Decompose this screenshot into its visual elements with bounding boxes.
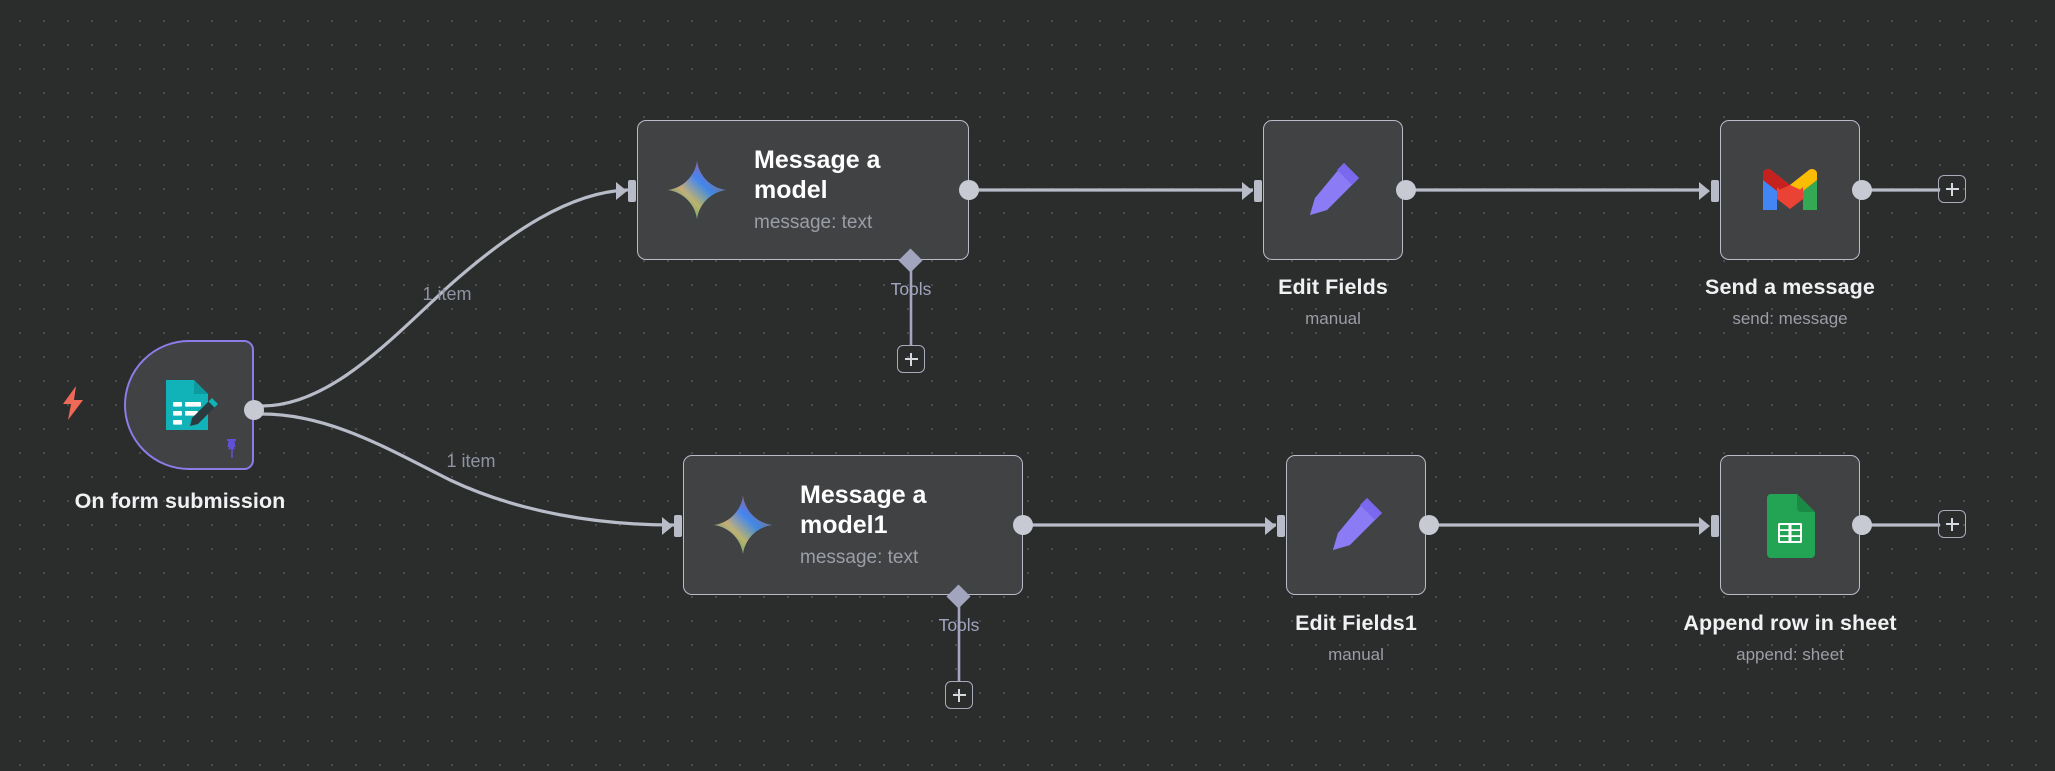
node-subtitle-message-a-model1: message: text: [800, 547, 919, 568]
google-sheets-icon: [1763, 492, 1817, 558]
port-in-edit-fields[interactable]: [1241, 177, 1263, 203]
caption-edit-fields1: Edit Fields1: [1295, 611, 1417, 635]
node-append-row-in-sheet[interactable]: [1720, 455, 1860, 595]
add-node-button-after-send-a-message[interactable]: [1938, 175, 1966, 203]
caption-on-form-submission: On form submission: [74, 489, 286, 513]
port-out-on-form-submission[interactable]: [244, 400, 264, 420]
node-title-message-a-model: Message a model: [754, 146, 881, 204]
edge-label-form-to-model1: 1 item: [446, 451, 496, 471]
port-in-message-a-model1[interactable]: [661, 512, 683, 538]
pin-icon: [221, 437, 243, 461]
node-edit-fields[interactable]: [1263, 120, 1403, 260]
port-out-message-a-model[interactable]: [959, 180, 979, 200]
node-message-a-model1[interactable]: Message a model1 message: text: [683, 455, 1023, 595]
port-in-edit-fields1[interactable]: [1264, 512, 1286, 538]
port-in-message-a-model[interactable]: [615, 177, 637, 203]
node-on-form-submission[interactable]: [124, 340, 254, 470]
port-out-edit-fields[interactable]: [1396, 180, 1416, 200]
port-in-send-a-message[interactable]: [1698, 177, 1720, 203]
subcaption-edit-fields1: manual: [1328, 645, 1384, 664]
add-tool-button-message-a-model[interactable]: [897, 345, 925, 373]
node-send-a-message[interactable]: [1720, 120, 1860, 260]
node-message-a-model[interactable]: Message a model message: text: [637, 120, 969, 260]
node-edit-fields1[interactable]: [1286, 455, 1426, 595]
gemini-sparkle-icon: [712, 494, 774, 556]
port-out-append-row-in-sheet[interactable]: [1852, 515, 1872, 535]
pencil-icon: [1323, 492, 1389, 558]
subcaption-append-row-in-sheet: append: sheet: [1736, 645, 1844, 664]
caption-append-row-in-sheet: Append row in sheet: [1683, 611, 1897, 635]
lightning-bolt-icon: [60, 385, 86, 421]
edge-label-form-to-model: 1 item: [422, 284, 472, 304]
tools-label-message-a-model1: Tools: [938, 615, 980, 635]
port-in-append-row-in-sheet[interactable]: [1698, 512, 1720, 538]
add-tool-button-message-a-model1[interactable]: [945, 681, 973, 709]
node-title-message-a-model1: Message a model1: [800, 481, 927, 539]
add-node-button-after-append-row-in-sheet[interactable]: [1938, 510, 1966, 538]
gmail-icon: [1759, 166, 1821, 214]
tools-label-message-a-model: Tools: [890, 279, 932, 299]
gemini-sparkle-icon: [666, 159, 728, 221]
port-out-send-a-message[interactable]: [1852, 180, 1872, 200]
caption-send-a-message: Send a message: [1705, 275, 1875, 299]
node-label-group-message-a-model: Message a model message: text: [754, 146, 934, 234]
caption-edit-fields: Edit Fields: [1278, 275, 1388, 299]
form-edit-icon: [158, 374, 220, 436]
subcaption-send-a-message: send: message: [1732, 309, 1848, 328]
node-subtitle-message-a-model: message: text: [754, 212, 873, 233]
port-out-edit-fields1[interactable]: [1419, 515, 1439, 535]
port-out-message-a-model1[interactable]: [1013, 515, 1033, 535]
node-label-group-message-a-model1: Message a model1 message: text: [800, 481, 980, 569]
pencil-icon: [1300, 157, 1366, 223]
subcaption-edit-fields: manual: [1305, 309, 1361, 328]
